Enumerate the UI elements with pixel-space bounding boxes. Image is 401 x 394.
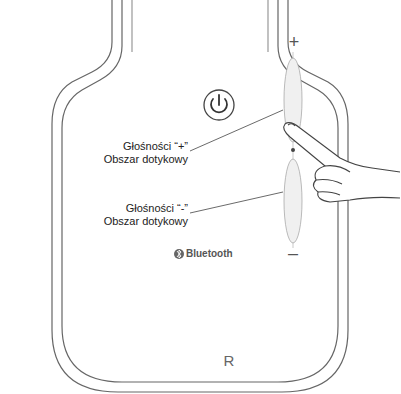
minus-sign: – xyxy=(283,243,303,265)
bluetooth-label: Bluetooth xyxy=(186,248,246,260)
volume-down-touch-area xyxy=(284,159,302,243)
leader-line xyxy=(190,110,283,151)
touch-area-label: Głośności “+” Obszar dotykowy xyxy=(90,140,188,166)
center-dot xyxy=(291,148,295,152)
touch-area-label: Głośności “-” Obszar dotykowy xyxy=(90,202,188,228)
leader-line xyxy=(190,192,283,213)
plus-sign: + xyxy=(286,32,302,54)
bluetooth-icon xyxy=(174,249,184,259)
headband-edge xyxy=(132,0,268,52)
earcup-inner-outline xyxy=(62,0,338,382)
right-side-mark: R xyxy=(218,352,240,370)
power-button xyxy=(204,90,234,120)
earcup-outline xyxy=(52,0,348,392)
pointing-hand xyxy=(284,123,400,202)
